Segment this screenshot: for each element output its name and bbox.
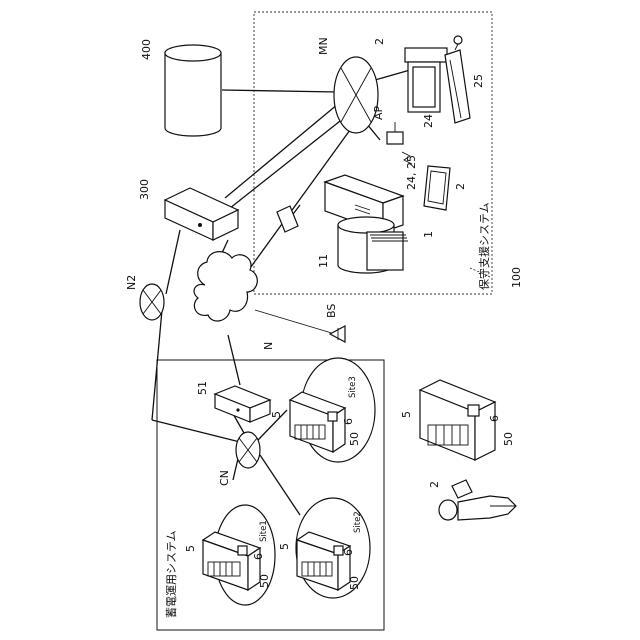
- label-5-site1: 5: [184, 545, 197, 552]
- label-site3: Site3: [348, 376, 358, 398]
- workstation-icon: [405, 36, 470, 123]
- documents-icon: [367, 232, 408, 270]
- label-n2: N2: [125, 275, 138, 290]
- label-ap: AP: [372, 105, 385, 120]
- label-2-workstation: 2: [373, 38, 386, 45]
- tablet-icon: [424, 166, 450, 210]
- label-1: 1: [422, 231, 435, 238]
- router-n2-icon: [140, 284, 164, 320]
- label-50-site2: 50: [348, 576, 361, 590]
- network-cloud-icon: [194, 252, 257, 321]
- label-50-standalone: 50: [502, 432, 515, 446]
- label-50-site1: 50: [258, 574, 271, 588]
- label-24-workstation: 24: [422, 114, 435, 128]
- base-station-icon: [330, 326, 345, 342]
- label-bs: BS: [325, 304, 338, 318]
- label-mn: MN: [317, 37, 330, 55]
- label-6-site3: 6: [342, 418, 355, 425]
- label-50-site3: 50: [348, 432, 361, 446]
- label-24-25-tablet: 24, 25: [405, 155, 418, 190]
- label-6-site1: 6: [252, 553, 265, 560]
- label-cn: CN: [218, 470, 231, 486]
- server-51-icon: [215, 386, 270, 422]
- label-11: 11: [317, 254, 330, 268]
- label-300: 300: [138, 179, 151, 200]
- router-mn-icon: [334, 57, 378, 133]
- label-5-site3: 5: [270, 411, 283, 418]
- label-6-standalone: 6: [488, 415, 501, 422]
- label-2-person: 2: [428, 481, 441, 488]
- router-cn-icon: [236, 432, 260, 468]
- label-site1: Site1: [259, 520, 269, 542]
- network-links: [152, 70, 410, 515]
- person-with-tablet-icon: [439, 480, 516, 520]
- label-25-workstation: 25: [472, 74, 485, 88]
- small-device-icon: [277, 206, 298, 232]
- label-n: N: [262, 342, 275, 350]
- label-100: 100: [510, 267, 523, 288]
- storage-400-icon: [165, 45, 221, 136]
- label-400: 400: [140, 39, 153, 60]
- label-2-tablet: 2: [454, 183, 467, 190]
- label-6-site2: 6: [342, 549, 355, 556]
- label-site2: Site2: [353, 511, 363, 533]
- label-5-site2: 5: [278, 543, 291, 550]
- label-51: 51: [196, 381, 209, 395]
- storage-ops-title: 蓄電運用システム: [165, 530, 178, 618]
- label-5-standalone: 5: [400, 411, 413, 418]
- battery-unit-standalone-icon: [420, 380, 495, 460]
